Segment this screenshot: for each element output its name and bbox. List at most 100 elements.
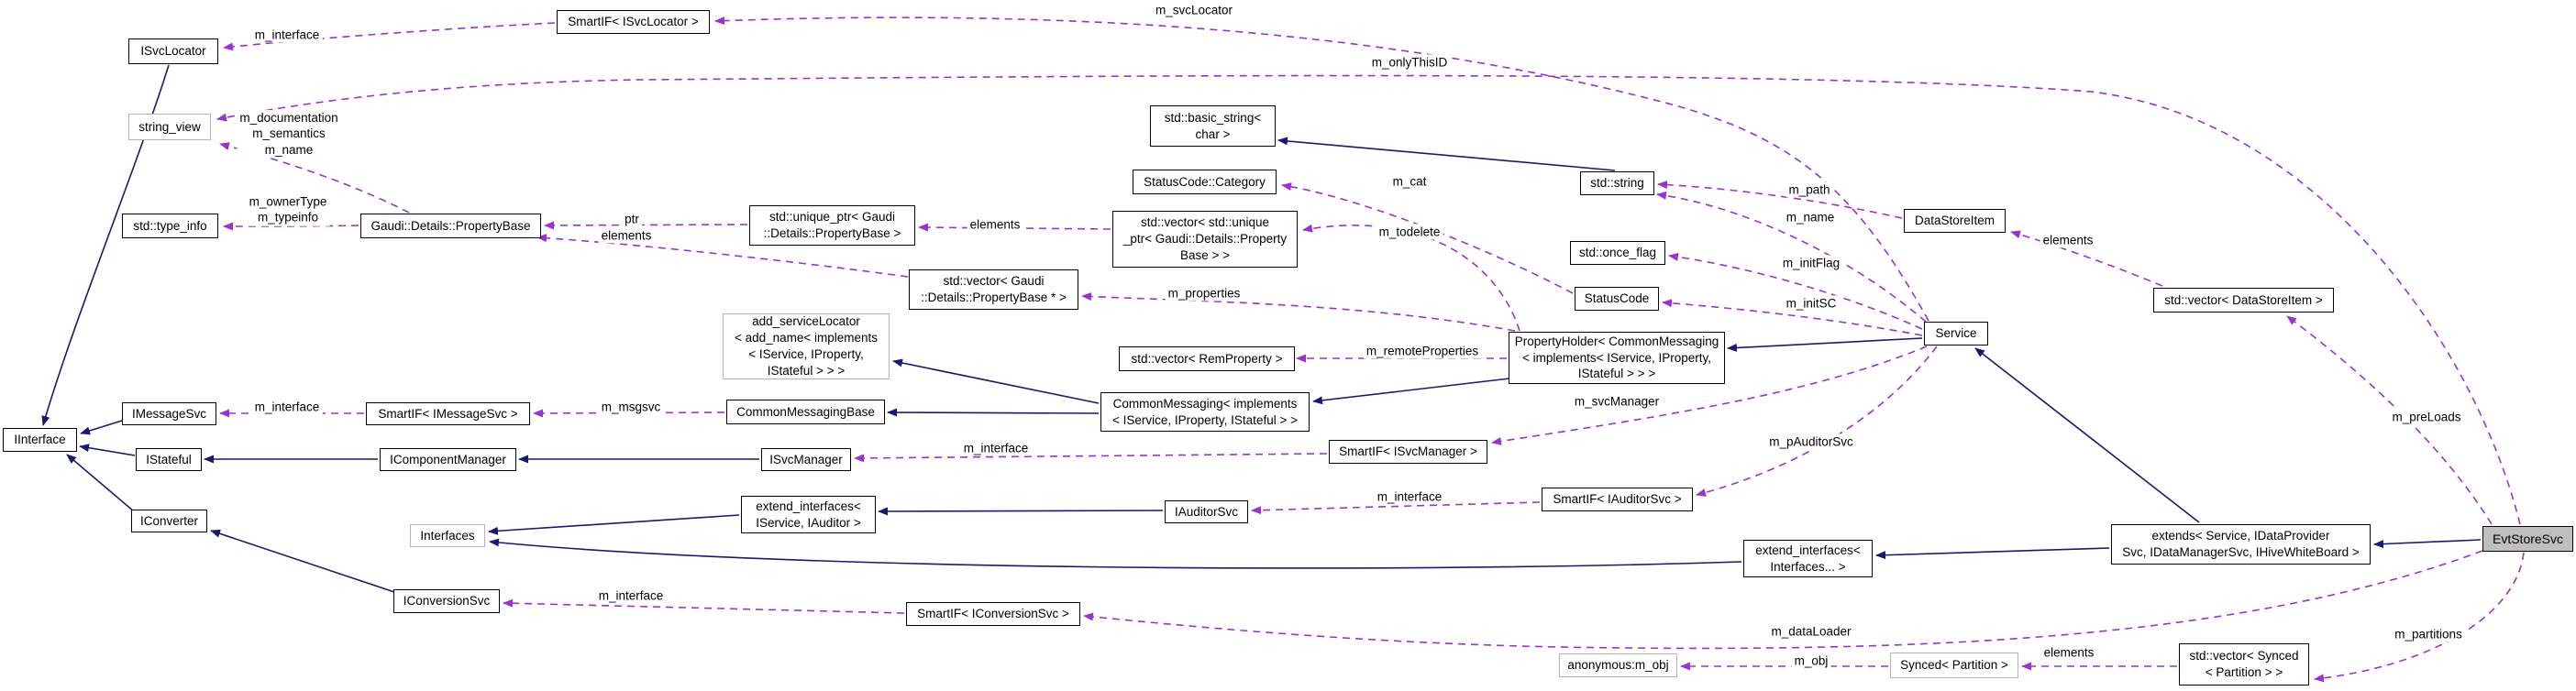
edge-m-doc-sem-name (219, 142, 410, 214)
edge-m-cat (1281, 182, 1574, 294)
edge-string-basicstring (1277, 137, 1616, 171)
edge-m-pauditorsvc (1696, 346, 1938, 497)
edge-imessagesvc-iinterface (80, 420, 123, 435)
edge-commonmessaging-commonmessagingbase (887, 408, 1100, 417)
edge-label-m-onlythisid: m_onlyThisID (1368, 54, 1451, 71)
edge-label-m-path: m_path (1786, 181, 1833, 198)
node-smartif-iconversionsvc[interactable]: SmartIF< IConversionSvc > (906, 602, 1080, 626)
edge-label-elements-synced: elements (2040, 644, 2097, 661)
node-vector-datastoreitem[interactable]: std::vector< DataStoreItem > (2153, 288, 2334, 313)
edge-label-elements-datastoreitem: elements (2040, 232, 2096, 248)
edge-label-m-msgsvc: m_msgsvc (598, 399, 664, 415)
edge-m-interface-isvclocator (223, 22, 556, 51)
node-evtstoresvc[interactable]: EvtStoreSvc (2482, 526, 2573, 552)
node-string-view[interactable]: string_view (128, 114, 211, 140)
edge-label-m-interface-isvclocator: m_interface (251, 27, 323, 43)
edge-extends-extendinterfaces (1875, 547, 2110, 560)
node-vector-synced-partition[interactable]: std::vector< Synced < Partition > > (2179, 643, 2309, 686)
node-smartif-iauditorsvc[interactable]: SmartIF< IAuditorSvc > (1542, 488, 1693, 511)
edge-m-preloads (2286, 315, 2493, 525)
node-propertyholder[interactable]: PropertyHolder< CommonMessaging < implem… (1509, 332, 1725, 384)
node-smartif-isvclocator[interactable]: SmartIF< ISvcLocator > (557, 10, 710, 34)
node-istateful[interactable]: IStateful (136, 448, 202, 471)
edge-label-ptr: ptr (622, 211, 642, 227)
node-isvcmanager[interactable]: ISvcManager (761, 448, 851, 471)
node-iconverter[interactable]: IConverter (131, 510, 207, 532)
edge-label-m-interface-iconversionsvc: m_interface (595, 587, 667, 604)
node-statuscode-category[interactable]: StatusCode::Category (1133, 170, 1277, 194)
edge-isvclocator-iinterface (41, 64, 170, 426)
edge-iauditorsvc-extendinterfaces (878, 507, 1164, 516)
node-statuscode[interactable]: StatusCode (1575, 287, 1659, 311)
edge-iconversionsvc-iconverter (210, 529, 395, 593)
edge-label-m-doc-sem-name: m_documentation m_semantics m_name (237, 110, 341, 158)
edge-label-m-interface-imessagesvc: m_interface (251, 399, 323, 415)
edge-extends-service (1974, 347, 2200, 523)
edge-label-m-preloads: m_preLoads (2389, 409, 2464, 425)
node-vector-remproperty[interactable]: std::vector< RemProperty > (1119, 346, 1295, 371)
edge-label-m-properties: m_properties (1165, 285, 1244, 302)
edge-extendiserviceiauditor-interfaces (488, 514, 740, 535)
node-service[interactable]: Service (1924, 322, 1988, 346)
node-imessagesvc[interactable]: IMessageSvc (122, 402, 216, 425)
node-smartif-isvcmanager[interactable]: SmartIF< ISvcManager > (1329, 440, 1487, 464)
edge-label-elements-propertybase: elements (598, 227, 655, 244)
edge-m-path (1657, 181, 1903, 219)
edge-m-properties (1081, 292, 1516, 332)
node-unique-ptr-propertybase[interactable]: std::unique_ptr< Gaudi ::Details::Proper… (749, 205, 915, 246)
edge-label-m-name: m_name (1783, 209, 1838, 225)
node-iinterface[interactable]: IInterface (3, 428, 77, 452)
edge-propertyholder-commonmessaging (1312, 378, 1510, 405)
node-once-flag[interactable]: std::once_flag (1570, 241, 1665, 265)
node-add-servicelocator[interactable]: add_serviceLocator < add_name< implement… (723, 313, 890, 379)
edge-label-m-cat: m_cat (1389, 173, 1430, 190)
edge-istateful-iinterface (79, 444, 136, 456)
edge-label-m-svclocator: m_svcLocator (1152, 2, 1236, 18)
edge-label-m-todelete: m_todelete (1376, 224, 1443, 240)
node-synced-partition[interactable]: Synced< Partition > (1890, 653, 2018, 678)
node-extends[interactable]: extends< Service, IDataProvider Svc, IDa… (2111, 524, 2371, 565)
node-interfaces[interactable]: Interfaces (410, 524, 485, 547)
edge-m-name (1656, 191, 1927, 323)
edge-m-onlythisid (216, 74, 2521, 525)
node-iauditorsvc[interactable]: IAuditorSvc (1165, 500, 1248, 523)
node-extend-interfaces-iservice-iauditor[interactable]: extend_interfaces< IService, IAuditor > (741, 496, 876, 533)
node-std-string[interactable]: std::string (1580, 171, 1654, 195)
edge-elements-datastoreitem (2010, 230, 2163, 287)
edge-extendinterfaces-interfaces (489, 538, 1742, 569)
node-basic-string[interactable]: std::basic_string< char > (1150, 105, 1276, 147)
edge-label-m-initflag: m_initFlag (1779, 255, 1843, 271)
node-anonymous-m-obj[interactable]: anonymous:m_obj (1559, 653, 1677, 677)
node-commonmessagingbase[interactable]: CommonMessagingBase (726, 400, 885, 424)
edge-label-m-interface-isvcmanager: m_interface (960, 440, 1032, 456)
edge-m-dataloader (1083, 550, 2483, 650)
edge-label-m-partitions: m_partitions (2392, 626, 2465, 642)
node-icomponentmanager[interactable]: IComponentManager (380, 448, 516, 471)
node-smartif-imessagesvc[interactable]: SmartIF< IMessageSvc > (366, 402, 530, 425)
node-commonmessaging[interactable]: CommonMessaging< implements < IService, … (1100, 392, 1310, 432)
node-vector-propertybase-ptr[interactable]: std::vector< Gaudi ::Details::PropertyBa… (909, 269, 1078, 310)
edge-evtstoresvc-extends (2373, 539, 2482, 549)
node-iconversionsvc[interactable]: IConversionSvc (393, 589, 500, 613)
edge-m-interface-isvcmanager (854, 453, 1328, 463)
edge-m-todelete (1302, 224, 1520, 332)
edge-m-interface-iconversionsvc (503, 598, 905, 614)
edge-iconverter-iinterface (66, 454, 135, 512)
edge-label-m-ownertype-typeinfo: m_ownerType m_typeinfo (246, 193, 330, 226)
edge-m-interface-iauditorsvc (1251, 501, 1541, 515)
edge-m-svclocator (714, 16, 1929, 322)
node-extend-interfaces-interfaces[interactable]: extend_interfaces< Interfaces... > (1743, 540, 1873, 577)
node-isvclocator[interactable]: ISvcLocator (128, 38, 218, 64)
edge-label-m-dataloader: m_dataLoader (1768, 623, 1854, 640)
node-propertybase[interactable]: Gaudi::Details::PropertyBase (360, 214, 541, 238)
edge-label-m-remoteproperties: m_remoteProperties (1363, 343, 1482, 359)
edge-label-m-interface-iauditorsvc: m_interface (1374, 488, 1445, 505)
node-type-info[interactable]: std::type_info (122, 214, 218, 238)
edge-label-m-svcmanager: m_svcManager (1571, 393, 1663, 410)
edge-m-initsc (1662, 299, 1923, 336)
edge-service-propertyholder (1727, 337, 1923, 352)
node-vector-unique-ptr[interactable]: std::vector< std::unique _ptr< Gaudi::De… (1112, 211, 1298, 268)
node-datastoreitem[interactable]: DataStoreItem (1904, 209, 2006, 233)
